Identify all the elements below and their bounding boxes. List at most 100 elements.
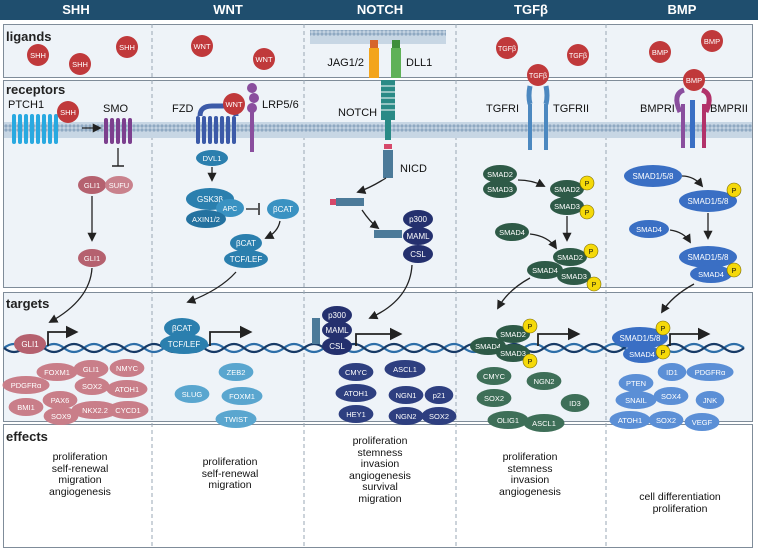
shh-target-gene: PAX6 xyxy=(51,396,70,405)
notch-label: NOTCH xyxy=(338,107,377,119)
bmp-target-gene-shape xyxy=(695,391,725,409)
shh-target-gene-shape xyxy=(74,377,110,395)
header-shh: SHH xyxy=(62,2,90,17)
shh-target-gene-shape xyxy=(107,401,149,419)
smad158-inactive: SMAD1/5/8 xyxy=(633,172,674,181)
shh-target-gene-shape xyxy=(73,360,109,378)
shh-tf-gli1: GLI1 xyxy=(21,340,39,349)
gli1-free: GLI1 xyxy=(84,254,100,263)
bcat-free: βCAT xyxy=(273,205,293,214)
notch-target-gene: SOX2 xyxy=(429,412,449,421)
smad2-inactive: SMAD2 xyxy=(487,170,513,179)
section-label-ligands: ligands xyxy=(6,29,52,44)
smad4-complex: SMAD4 xyxy=(532,266,558,275)
targets-bmp: SMAD1/5/8 SMAD4 P P xyxy=(612,320,711,363)
notch-target-gene: ASCL1 xyxy=(393,365,417,374)
p300-cyto: p300 xyxy=(409,215,427,224)
tgfb-target-gene: SOX2 xyxy=(484,394,504,403)
targets-shh: GLI1 xyxy=(14,325,79,354)
notch-target-gene: ATOH1 xyxy=(344,389,368,398)
tgfb-target-gene-shape xyxy=(487,411,529,429)
notch-target-gene: CMYC xyxy=(345,368,368,377)
shh-target-gene-shape xyxy=(36,363,78,381)
fzd-label: FZD xyxy=(172,103,193,115)
notch-target-gene: NGN2 xyxy=(396,412,417,421)
tgfb-target-gene-shape xyxy=(476,367,512,385)
targets-tgfb: SMAD4 SMAD2 P SMAD3 P xyxy=(470,318,581,369)
phospho-4: P xyxy=(592,282,597,289)
effects-shh: proliferation self-renewal migration ang… xyxy=(49,451,111,498)
tgfb-target-gene: ID3 xyxy=(569,399,581,408)
tgfri-label: TGFRI xyxy=(486,103,519,115)
bmp-target-gene-shape xyxy=(684,413,720,431)
notch-tf-csl: CSL xyxy=(329,342,345,351)
tgfb-target-gene-shape xyxy=(523,414,565,432)
bmp-target-gene-shape xyxy=(686,363,734,381)
bmp-target-gene: PTEN xyxy=(626,379,646,388)
targets-notch: p300 MAML CSL xyxy=(312,306,403,355)
notch-target-gene-shape xyxy=(384,360,426,378)
effects-notch: proliferation stemness invasion angiogen… xyxy=(349,435,411,505)
ptch1-label: PTCH1 xyxy=(8,99,44,111)
shh-target-gene: PDGFRα xyxy=(11,381,42,390)
shh-target-gene-shape xyxy=(8,398,44,416)
notch-target-gene-shape xyxy=(335,384,377,402)
bmp-target-gene-shape xyxy=(648,411,684,429)
header-bmp: BMP xyxy=(667,2,697,17)
signal-cell-membrane xyxy=(310,30,446,44)
section-label-receptors: receptors xyxy=(6,82,66,97)
shh-bound: SHH xyxy=(60,108,76,117)
ligand-bmp-1: BMP xyxy=(652,48,668,57)
bmp-bound: BMP xyxy=(686,76,702,85)
smad2-complex: SMAD2 xyxy=(557,253,583,262)
sufu: SUFU xyxy=(109,181,129,190)
smo-receptor xyxy=(104,118,132,144)
bmp-target-gene-shape xyxy=(653,387,689,405)
shh-target-gene: NKX2.2 xyxy=(82,406,108,415)
shh-target-gene: ATOH1 xyxy=(115,385,139,394)
bcat-complex: βCAT xyxy=(236,239,256,248)
section-label-effects: effects xyxy=(6,429,48,444)
notch-target-gene: HEY1 xyxy=(346,410,366,419)
ligand-wnt-2: WNT xyxy=(255,55,272,64)
bmpri-label: BMPRI xyxy=(640,103,675,115)
tgfb-tf-phospho-1: P xyxy=(528,324,533,331)
tgfb-tf-smad3: SMAD3 xyxy=(500,349,526,358)
ligand-tgfb-2: TGFβ xyxy=(569,53,587,60)
gli1-complex: GLI1 xyxy=(84,181,100,190)
bmp-tf-phospho-2: P xyxy=(661,350,666,357)
notch-target-gene-shape xyxy=(421,407,457,425)
header-notch: NOTCH xyxy=(356,2,404,17)
tgfb-target-gene: ASCL1 xyxy=(532,419,556,428)
tgfb-target-gene: OLIG1 xyxy=(497,416,519,425)
bmp-tf-smad4: SMAD4 xyxy=(629,350,655,359)
dna-helix xyxy=(3,342,745,354)
phospho-2: P xyxy=(585,210,590,217)
smad4-free: SMAD4 xyxy=(499,228,525,237)
tgfb-tf-phospho-2: P xyxy=(528,359,533,366)
dvl1: DVL1 xyxy=(203,154,222,163)
shh-target-gene-shape xyxy=(71,401,119,419)
smad158-phospho: SMAD1/5/8 xyxy=(688,197,729,206)
wnt-bound: WNT xyxy=(225,100,242,109)
nicd-label: NICD xyxy=(400,163,427,175)
smad4-bmp-complex: SMAD4 xyxy=(698,270,724,279)
maml-cyto: MAML xyxy=(406,232,430,241)
receptors-notch: NOTCH NICD p300 MAML CSL xyxy=(330,80,433,320)
bmp-target-gene-shape xyxy=(657,363,687,381)
tgfb-tf-smad2: SMAD2 xyxy=(500,330,526,339)
bmp-target-gene: SNAIL xyxy=(625,396,647,405)
wnt-target-gene: TWIST xyxy=(224,415,248,424)
ligand-tgfb-1: TGFβ xyxy=(498,46,516,53)
ligand-shh-1: SHH xyxy=(30,51,46,60)
bmp-tf-smad158: SMAD1/5/8 xyxy=(620,334,661,343)
bmp-tf-phospho-1: P xyxy=(661,326,666,333)
shh-target-gene: CYCD1 xyxy=(115,406,140,415)
notch-target-gene-shape xyxy=(338,405,374,423)
smad4-bmp-free: SMAD4 xyxy=(636,225,662,234)
ligand-bmp-2: BMP xyxy=(704,37,720,46)
